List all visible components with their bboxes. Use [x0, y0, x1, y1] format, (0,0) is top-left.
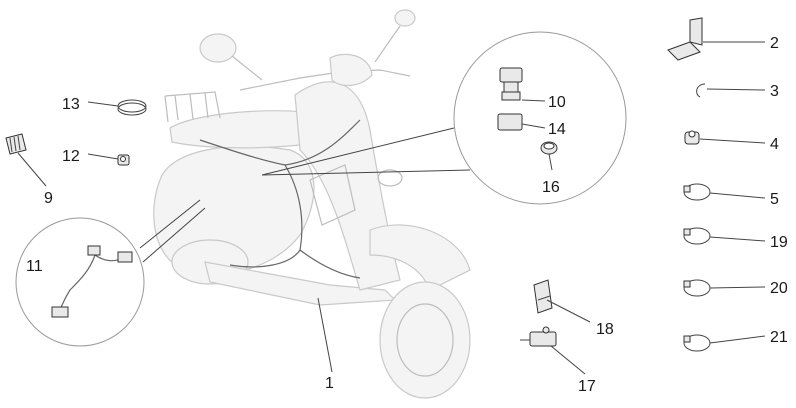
part-hose-clamp-19: [683, 227, 711, 245]
part-bracket: [667, 17, 703, 61]
callout-12: 12: [62, 148, 80, 165]
part-hose-clamp-5: [683, 183, 711, 201]
callout-9: 9: [44, 190, 53, 207]
detail-bubble-harness: [15, 199, 206, 347]
callout-19: 19: [770, 234, 788, 251]
leader-lines: [17, 41, 766, 375]
part-sensor-switch: [520, 326, 557, 347]
part-hose-clamp-21: [683, 334, 711, 352]
callout-2: 2: [770, 35, 779, 52]
part-connector-block: [5, 133, 27, 155]
callout-3: 3: [770, 83, 779, 100]
callout-17: 17: [578, 378, 596, 395]
part-relay-base: [497, 113, 523, 131]
part-clip-small: [696, 83, 706, 98]
scooter-illustration: [153, 9, 471, 399]
part-cable-ring: [117, 99, 147, 116]
part-relay: [533, 279, 553, 314]
harness-connector-c: [51, 306, 69, 318]
callout-1: 1: [325, 375, 334, 392]
callout-20: 20: [770, 280, 788, 297]
part-switch: [499, 67, 523, 101]
harness-connector-b: [117, 251, 133, 263]
callout-11: 11: [26, 258, 43, 275]
detail-bubble-switches: [261, 31, 627, 205]
harness-connector-a: [87, 245, 101, 256]
part-hose-clamp-20: [683, 279, 711, 297]
callout-13: 13: [62, 96, 80, 113]
callout-18: 18: [596, 321, 614, 338]
callout-10: 10: [548, 94, 566, 111]
callout-labels: 1 2 3 4 5 9 10 11 12 13 14 16 17 18 19 2…: [26, 35, 788, 395]
part-cap: [540, 141, 558, 155]
callout-5: 5: [770, 191, 779, 208]
callout-21: 21: [770, 329, 788, 346]
callout-4: 4: [770, 136, 779, 153]
part-cable-clamp: [684, 130, 700, 145]
part-fitting: [117, 154, 130, 166]
callout-16: 16: [542, 179, 560, 196]
callout-14: 14: [548, 121, 566, 138]
